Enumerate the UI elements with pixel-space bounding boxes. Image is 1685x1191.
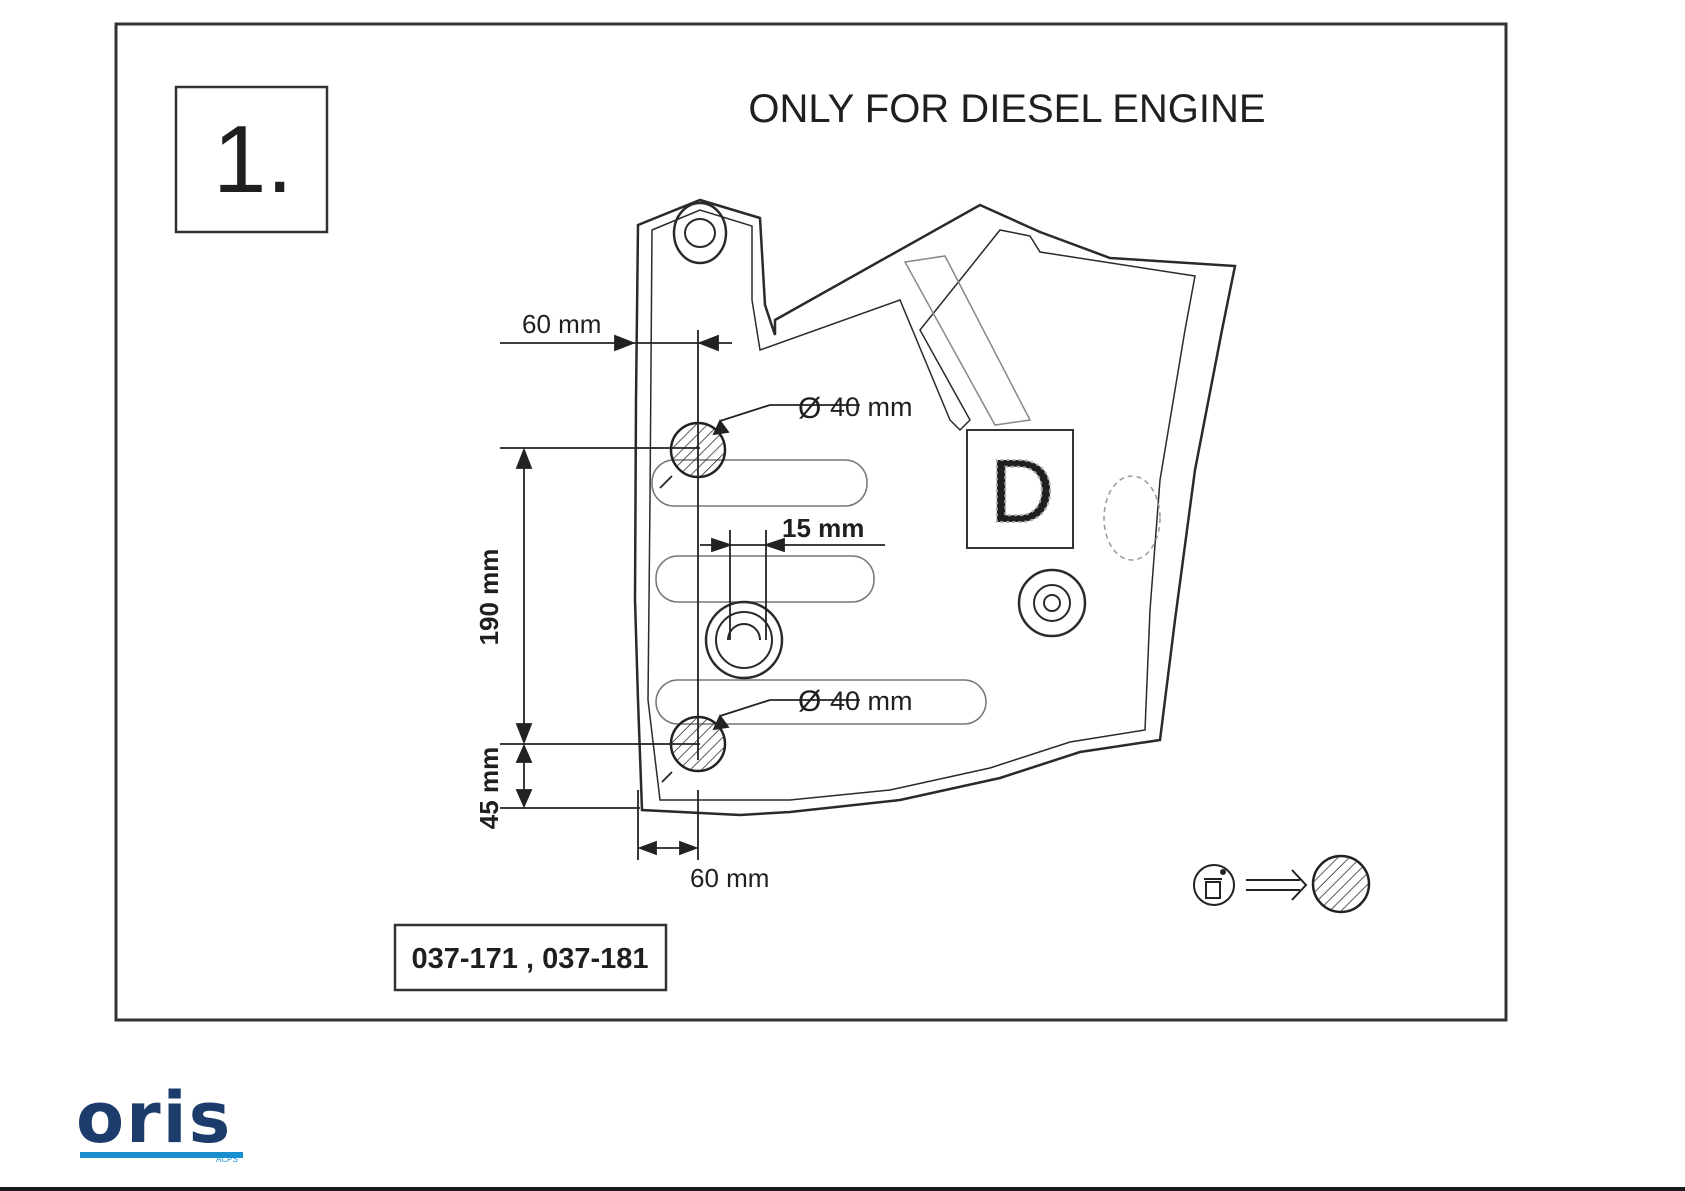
double-arrow-right-icon [1246, 870, 1306, 900]
dim-bottom-width: 60 mm [690, 863, 769, 893]
logo-subtext: ACPS [216, 1155, 238, 1164]
dim-slot-width: 15 mm [782, 513, 864, 543]
diameter-symbol-top: Ø [798, 392, 821, 425]
page-bottom-border [0, 1187, 1685, 1191]
step-number: 1. [213, 106, 293, 213]
part-numbers: 037-171 , 037-181 [411, 943, 648, 975]
dim-vertical-span: 190 mm [474, 549, 504, 646]
hatched-circle-icon [1313, 856, 1369, 912]
dim-top-offset: 60 mm [522, 309, 601, 339]
trash-bin-icon [1194, 865, 1234, 905]
dim-hole-top-diameter: 40 mm [830, 392, 913, 422]
dim-bottom-offset: 45 mm [474, 747, 504, 829]
legend [1194, 856, 1369, 912]
dimension-lines [500, 330, 885, 860]
dim-hole-bottom-diameter: 40 mm [830, 686, 913, 716]
oris-logo: oris ACPS [76, 1077, 243, 1164]
diameter-symbol-bottom: Ø [798, 685, 821, 718]
panel-marking-letter: D [990, 442, 1055, 542]
step-number-box: 1. [176, 87, 327, 232]
page-title: ONLY FOR DIESEL ENGINE [748, 87, 1265, 131]
logo-text: oris [76, 1077, 232, 1159]
part-numbers-box: 037-171 , 037-181 [395, 925, 666, 990]
panel-marking: D [967, 430, 1073, 548]
